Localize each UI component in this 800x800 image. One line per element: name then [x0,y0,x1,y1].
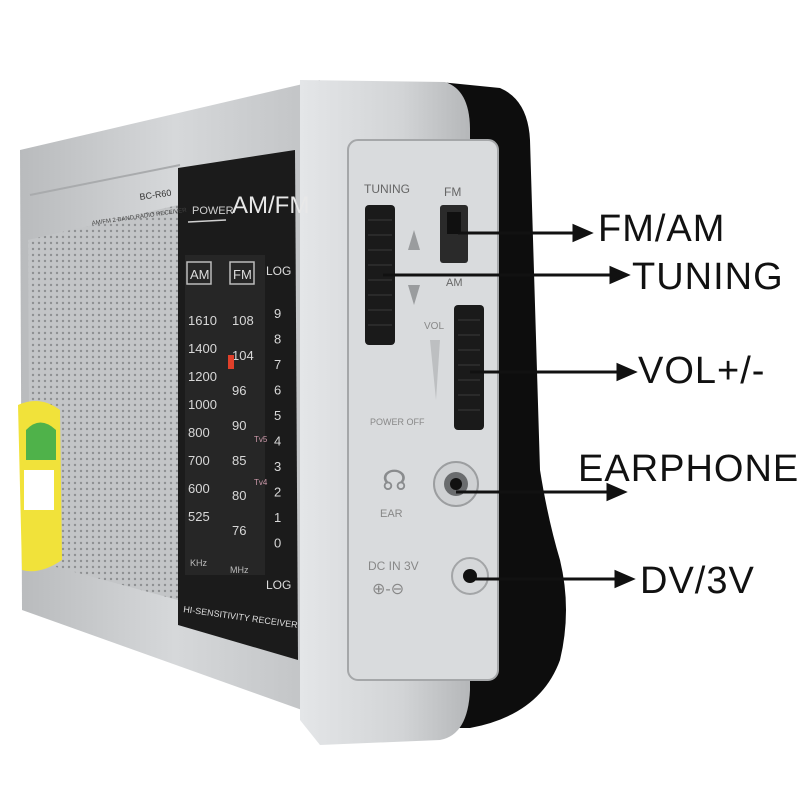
log-label-bottom: LOG [266,578,291,592]
power-label: POWER [192,205,234,217]
log-scale-tick: 8 [274,332,281,347]
vol-side-label: VOL [424,321,444,332]
polarity-icon: ⊕-⊖ [372,581,404,598]
am-side-label: AM [446,277,463,289]
am-frequency-scale: 1610 1400 1200 1000 800 700 600 525 [188,313,217,524]
speaker-grill [28,205,178,600]
volume-wheel[interactable] [454,305,484,430]
mhz-label: MHz [230,565,249,575]
am-scale-tick: 1000 [188,397,217,412]
log-scale-tick: 6 [274,383,281,398]
log-scale-tick: 9 [274,306,281,321]
headphone-icon: ☊ [382,465,407,496]
log-scale-tick: 7 [274,357,281,372]
am-scale-tick: 525 [188,509,210,524]
khz-label: KHz [190,558,208,568]
am-band-box [186,261,212,285]
log-scale: 9 8 7 6 5 4 3 2 1 0 [274,306,281,551]
am-scale-tick: 1200 [188,369,217,384]
log-scale-tick: 3 [274,459,281,474]
fm-scale-tick: 80 [232,488,246,503]
dc-in-callout: DV/3V [640,560,755,602]
dc-in-label: DC IN 3V [368,559,419,573]
ear-label: EAR [380,508,403,520]
earphone-callout: EARPHONE [578,448,800,490]
log-scale-tick: 4 [274,434,281,449]
fm-scale-tick: 96 [232,383,246,398]
dial-scale-area [185,255,265,575]
fm-frequency-scale: 108 104 96 90 85 80 76 [232,313,254,538]
am-scale-tick: 600 [188,481,210,496]
am-scale-tick: 1610 [188,313,217,328]
fm-scale-tick: 90 [232,418,246,433]
fm-scale-tick: 104 [232,348,254,363]
log-scale-tick: 5 [274,408,281,423]
log-scale-tick: 0 [274,536,281,551]
tuning-side-label: TUNING [364,182,410,196]
tuning-pointer [228,355,234,369]
log-scale-tick: 2 [274,485,281,500]
fm-scale-tick: 85 [232,453,246,468]
band-title: AM/FM [232,192,309,219]
model-text: BC-R60 [139,188,172,202]
fm-band-label: FM [233,267,252,282]
am-band-label: AM [190,267,210,282]
fm-scale-tick: 76 [232,523,246,538]
am-scale-tick: 700 [188,453,210,468]
power-off-label: POWER OFF [370,417,425,427]
tv4-mark: Tv4 [254,478,268,487]
fm-band-box [229,261,255,285]
tv5-mark: Tv5 [254,435,268,444]
log-label-top: LOG [266,264,291,278]
volume-callout: VOL+/- [638,350,766,392]
log-scale-tick: 1 [274,510,281,525]
fm-am-callout: FM/AM [598,208,726,250]
am-scale-tick: 800 [188,425,210,440]
fm-side-label: FM [444,185,461,199]
fm-scale-tick: 108 [232,313,254,328]
am-scale-tick: 1400 [188,341,217,356]
tuning-callout: TUNING [632,256,784,298]
